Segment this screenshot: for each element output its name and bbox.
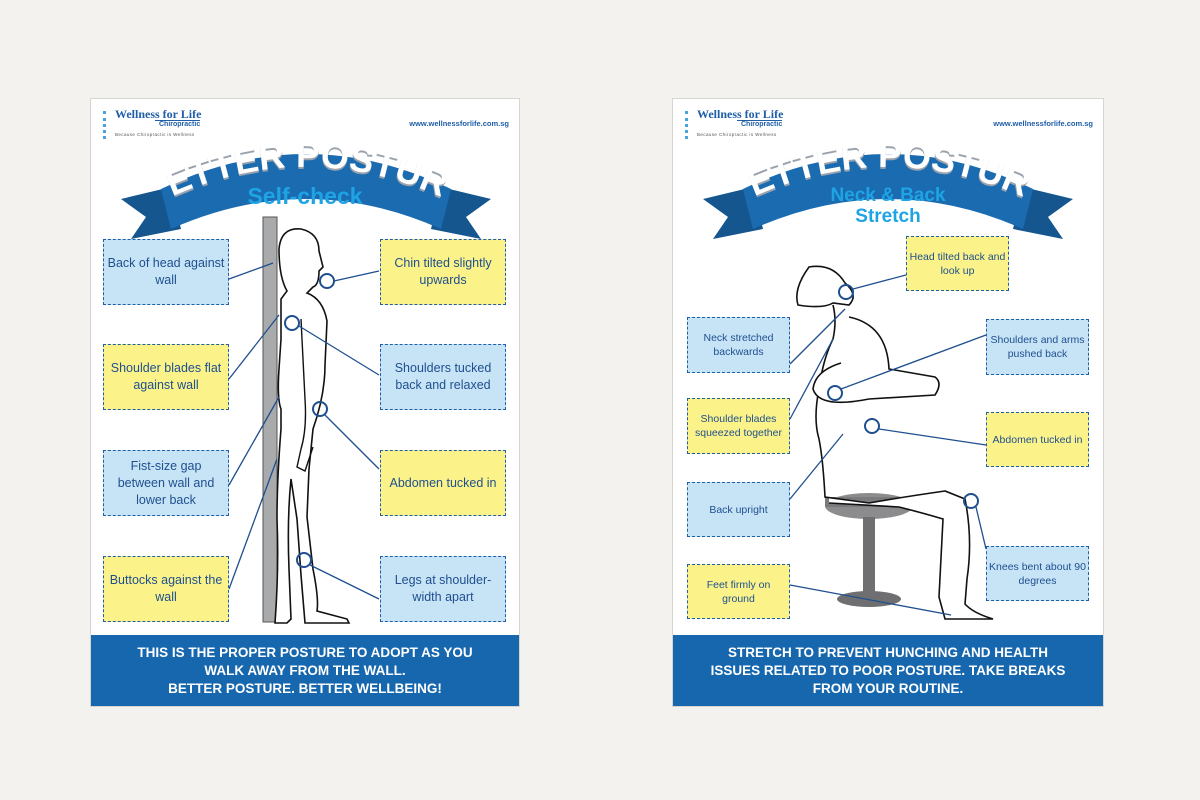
standing-figure-illustration <box>228 216 380 624</box>
website-url: www.wellnessforlife.com.sg <box>993 119 1093 128</box>
callout-shoulder-blades: Shoulder blades squeezed together <box>687 398 790 454</box>
callout-abdomen: Abdomen tucked in <box>380 450 506 516</box>
poster-subtitle: Self-check <box>247 183 363 209</box>
callout-feet-on-ground: Feet firmly on ground <box>687 564 790 619</box>
brand-logo: Wellness for Life Chiropractic Because C… <box>683 107 793 143</box>
poster-subtitle: Neck & Back Stretch <box>830 185 946 227</box>
callout-shoulder-blades: Shoulder blades flat against wall <box>103 344 229 410</box>
callout-knees-bent: Knees bent about 90 degrees <box>986 546 1089 601</box>
title-ribbon: BETTER POSTURE BETTER POSTURE <box>693 129 1073 239</box>
callout-chin: Chin tilted slightly upwards <box>380 239 506 305</box>
callout-back-upright: Back upright <box>687 482 790 537</box>
callout-head-tilted: Head tilted back and look up <box>906 236 1009 291</box>
callout-shoulders-arms: Shoulders and arms pushed back <box>986 319 1089 375</box>
brand-logo: Wellness for Life Chiropractic Because C… <box>101 107 211 143</box>
spine-icon <box>685 111 694 139</box>
spine-icon <box>103 111 112 139</box>
poster-neck-back-stretch: Wellness for Life Chiropractic Because C… <box>672 98 1104 707</box>
website-url: www.wellnessforlife.com.sg <box>409 119 509 128</box>
callout-back-of-head: Back of head against wall <box>103 239 229 305</box>
footer-message: STRETCH TO PREVENT HUNCHING AND HEALTH I… <box>673 635 1103 706</box>
title-ribbon: BETTER POSTURE BETTER POSTURE <box>111 129 491 239</box>
callout-legs: Legs at shoulder-width apart <box>380 556 506 622</box>
footer-message: THIS IS THE PROPER POSTURE TO ADOPT AS Y… <box>91 635 519 706</box>
callout-fist-size-gap: Fist-size gap between wall and lower bac… <box>103 450 229 516</box>
callout-neck-stretched: Neck stretched backwards <box>687 317 790 373</box>
callout-shoulders-tucked: Shoulders tucked back and relaxed <box>380 344 506 410</box>
poster-self-check: Wellness for Life Chiropractic Because C… <box>90 98 520 707</box>
seated-figure-illustration <box>789 265 994 620</box>
callout-abdomen: Abdomen tucked in <box>986 412 1089 467</box>
callout-buttocks: Buttocks against the wall <box>103 556 229 622</box>
